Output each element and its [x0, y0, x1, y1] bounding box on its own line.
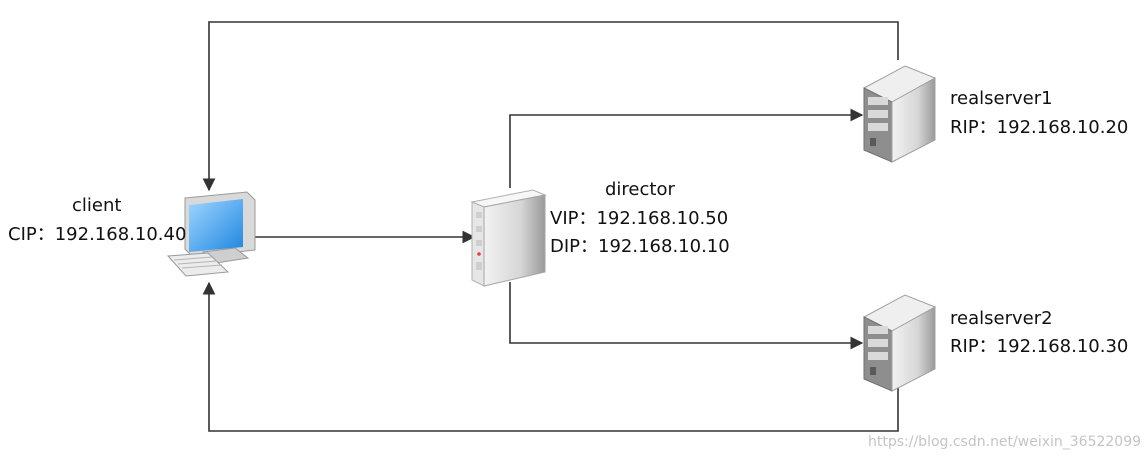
director-vip: VIP：192.168.10.50	[550, 208, 729, 229]
link-director-to-realserver1	[509, 108, 864, 188]
connections	[202, 21, 899, 432]
link-director-to-realserver2	[509, 282, 864, 350]
server-rack-icon	[862, 294, 937, 392]
client-name: client	[72, 195, 122, 216]
link-realserver2-to-client	[202, 281, 899, 432]
desktop-computer-icon	[166, 191, 256, 277]
director-name: director	[605, 179, 675, 200]
client-ip: CIP：192.168.10.40	[8, 224, 187, 245]
realserver2-name: realserver2	[950, 308, 1053, 329]
watermark-text: https://blog.csdn.net/weixin_36522099	[868, 434, 1142, 450]
realserver1-name: realserver1	[950, 88, 1053, 109]
server-tower-icon	[470, 189, 547, 287]
director-dip: DIP：192.168.10.10	[550, 236, 730, 257]
server-rack-icon	[862, 65, 937, 163]
link-realserver1-to-client	[202, 21, 899, 192]
realserver1-ip: RIP：192.168.10.20	[950, 117, 1129, 138]
realserver2-ip: RIP：192.168.10.30	[950, 336, 1129, 357]
